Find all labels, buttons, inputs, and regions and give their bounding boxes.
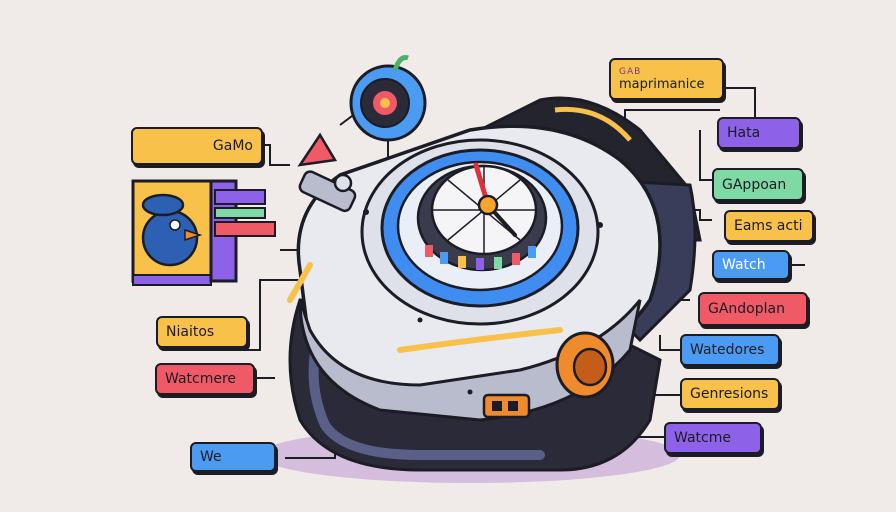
label-gamo: GaMo [131, 127, 263, 165]
label-maprimanice-small: GAB [619, 66, 642, 77]
label-watcme: Watcme [664, 422, 762, 454]
watch-case-side [298, 299, 642, 422]
watch-strap-upper-highlight [554, 106, 632, 142]
label-maprimanice: GAB maprimanice [609, 58, 724, 100]
label-watch: Watch [712, 250, 790, 280]
label-gandoplan: GAndoplan [698, 292, 808, 326]
dial-color-ticks [425, 245, 536, 270]
side-button [482, 393, 531, 419]
label-niaitos: Niaitos [156, 316, 248, 348]
label-gappoan: GAppoan [712, 168, 804, 201]
watch-case-left-yellow [287, 262, 313, 303]
watch-case-side-yellow [397, 327, 563, 353]
bird-picture-card [131, 179, 276, 286]
watch-strap-lower-highlight [308, 325, 545, 460]
label-gamo-text: GaMo [212, 138, 253, 154]
label-maprimanice-text: maprimanice [619, 76, 705, 92]
label-hata: Hata [717, 117, 801, 149]
case-screws [363, 209, 603, 395]
label-eams-acti: Eams acti [724, 210, 814, 242]
label-watedores: Watedores [680, 334, 780, 366]
crown-button [555, 331, 615, 399]
mech-arm-icon [297, 132, 357, 213]
label-genresions: Genresions [680, 378, 780, 410]
dial-center [477, 194, 499, 216]
target-icon [349, 55, 427, 142]
label-we: We [190, 442, 276, 472]
label-watcmere: Watcmere [155, 363, 255, 395]
